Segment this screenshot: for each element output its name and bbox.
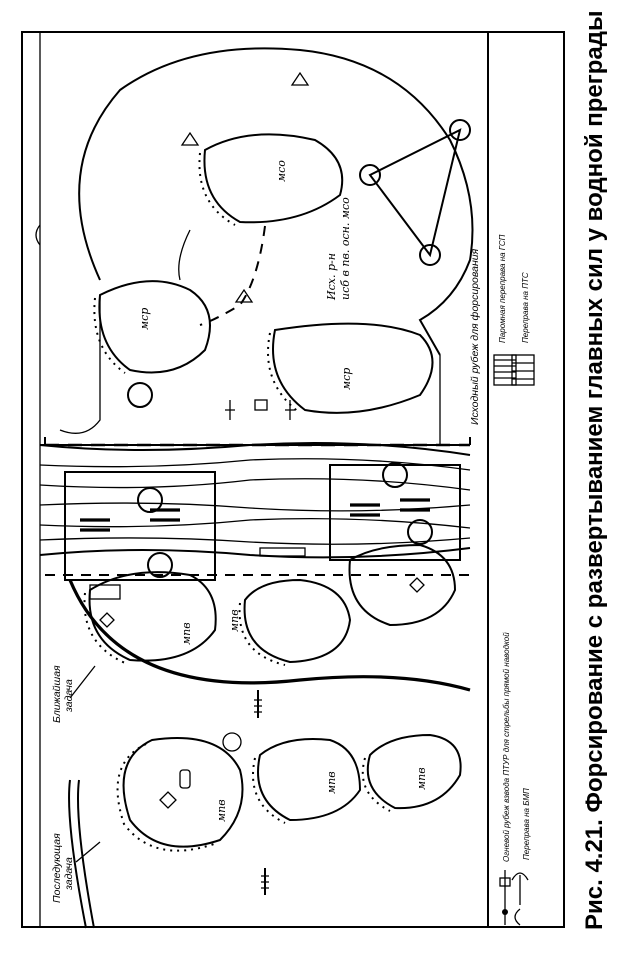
- upper-link-line: [178, 229, 191, 281]
- legend-item-bmp-crossing: Переправа на БМП: [511, 788, 531, 926]
- immediate-task-line: [68, 579, 471, 692]
- middle-area-2: [243, 578, 352, 664]
- subsequent-task-label: Последующая: [51, 833, 63, 903]
- legend-label-ferry-crossing: Паромная переправа на ГСП: [498, 234, 507, 343]
- crossing-sector-left: [64, 471, 216, 581]
- crossing-unit-marker-4: [382, 462, 408, 488]
- legend-label-pts-crossing: Переправа на ПТС: [521, 272, 530, 343]
- crossing-sector-right: [329, 464, 461, 561]
- upper-area-2-label: мср: [340, 368, 353, 390]
- observation-marker-1: [180, 131, 200, 146]
- left-tank-icon: [159, 791, 177, 809]
- middle-area-3: [348, 543, 457, 627]
- left-area-3-hatch: [361, 757, 391, 812]
- upper-fire-positions: [225, 399, 295, 420]
- river: [39, 441, 471, 581]
- crossing-unit-marker-2: [147, 552, 173, 578]
- left-area-3-label: мпв: [415, 767, 428, 790]
- advance-arrow-2: [261, 868, 269, 895]
- middle-tank-icon-2: [409, 577, 425, 593]
- assembly-area-label-2: исб в пв. осн. мсо: [339, 197, 352, 300]
- upper-area-1-label: мср: [138, 308, 151, 330]
- outer-perimeter: [78, 47, 474, 356]
- upper-area-3-label: мсо: [275, 160, 288, 182]
- fire-line-marker: [502, 909, 508, 915]
- left-formation: мпв мпв мпв: [116, 732, 462, 852]
- fire-position-2: [254, 399, 268, 411]
- ferry-convoy: [259, 547, 306, 557]
- upper-area-3: [203, 133, 344, 224]
- ferry-crossing-symbol: [493, 354, 517, 386]
- route-marker: [234, 288, 254, 303]
- left-area-2-hatch: [252, 757, 286, 824]
- pts-crossing-symbol: [511, 354, 535, 386]
- figure-caption: Рис. 4.21. Форсирование с развертыванием…: [581, 11, 608, 931]
- river-wave-1: [39, 458, 471, 471]
- middle-bmp-icons: [89, 584, 121, 600]
- fire-position-3: [285, 400, 295, 420]
- ferry-crossing-hatch: [494, 359, 516, 379]
- upper-boundary-a: [59, 295, 101, 434]
- river-bank-left: [39, 547, 471, 559]
- middle-area-1-hatch: [83, 592, 126, 664]
- subsequent-task-label-2: задача: [63, 857, 75, 891]
- immediate-task-label-2: задача: [63, 679, 75, 713]
- upper-area-2: [272, 322, 434, 414]
- start-line-label: Исходный рубеж для форсирования: [469, 248, 481, 425]
- fire-line-vehicle-icon: [499, 877, 511, 887]
- left-area-1-label: мпв: [215, 799, 228, 822]
- boundary-notch: [35, 224, 41, 246]
- subsequent-task-line-b: [77, 779, 95, 929]
- position-marker-2: [449, 119, 471, 141]
- ferry-markers-left: [80, 508, 180, 532]
- left-area-2-label: мпв: [325, 771, 338, 794]
- legend-label-fire-line: Огневой рубеж взвода ПТУР для стрельбы п…: [502, 632, 511, 862]
- middle-area-2-label: мпв: [228, 609, 241, 632]
- middle-tank-icon-1: [99, 612, 115, 628]
- bmp-crossing-symbol: [511, 872, 529, 926]
- pts-crossing-hatch: [512, 362, 534, 380]
- middle-area-1-label: мпв: [180, 622, 193, 645]
- outer-frame: [21, 31, 565, 928]
- subsequent-task-leader: [75, 841, 101, 863]
- left-area-1-hatch: [116, 743, 215, 852]
- ferry-markers-right: [350, 498, 430, 517]
- left-vehicle-icon: [179, 769, 191, 789]
- upper-area-3-hatch: [198, 152, 236, 226]
- legend-label-bmp-crossing: Переправа на БМП: [522, 788, 531, 860]
- triangle-positions: [180, 71, 471, 266]
- position-marker-1: [359, 164, 381, 186]
- assembly-area-label: Исх. р-н: [325, 253, 338, 301]
- fire-position-1: [225, 400, 235, 420]
- upper-formation: мср мср мсо Исх. р-н исб в пв. осн. мсо: [59, 133, 441, 445]
- left-area-2: [257, 738, 362, 822]
- middle-area-1: [88, 571, 217, 662]
- legend-item-fire-line: Огневой рубеж взвода ПТУР для стрельбы п…: [499, 632, 511, 925]
- upper-command-post: [127, 382, 153, 408]
- left-area-3: [366, 733, 462, 810]
- middle-formation: мпв мпв: [83, 543, 457, 666]
- advance-arrow-1: [254, 690, 262, 718]
- subsequent-task-line-a: [68, 779, 87, 929]
- middle-area-2-hatch: [238, 602, 286, 666]
- left-area-1: [122, 737, 244, 848]
- river-wave-5: [39, 537, 471, 545]
- legend-item-pts-crossing: Переправа на ПТС: [511, 272, 535, 386]
- observation-marker-2: [290, 71, 310, 86]
- crossing-unit-marker-1: [137, 487, 163, 513]
- upper-area-1: [98, 280, 211, 374]
- immediate-task-leader: [69, 665, 96, 699]
- left-command-post-icon: [222, 732, 242, 752]
- movement-route: [199, 225, 266, 326]
- legend: Огневой рубеж взвода ПТУР для стрельбы п…: [493, 234, 535, 926]
- river-wave-4: [39, 517, 471, 529]
- triangle-outline: [368, 128, 462, 258]
- river-wave-2: [39, 478, 471, 491]
- crossing-unit-marker-3: [407, 519, 433, 545]
- legend-item-ferry-crossing: Паромная переправа на ГСП: [493, 234, 517, 386]
- immediate-task-label: Ближайшая: [51, 665, 63, 723]
- position-marker-3: [419, 244, 441, 266]
